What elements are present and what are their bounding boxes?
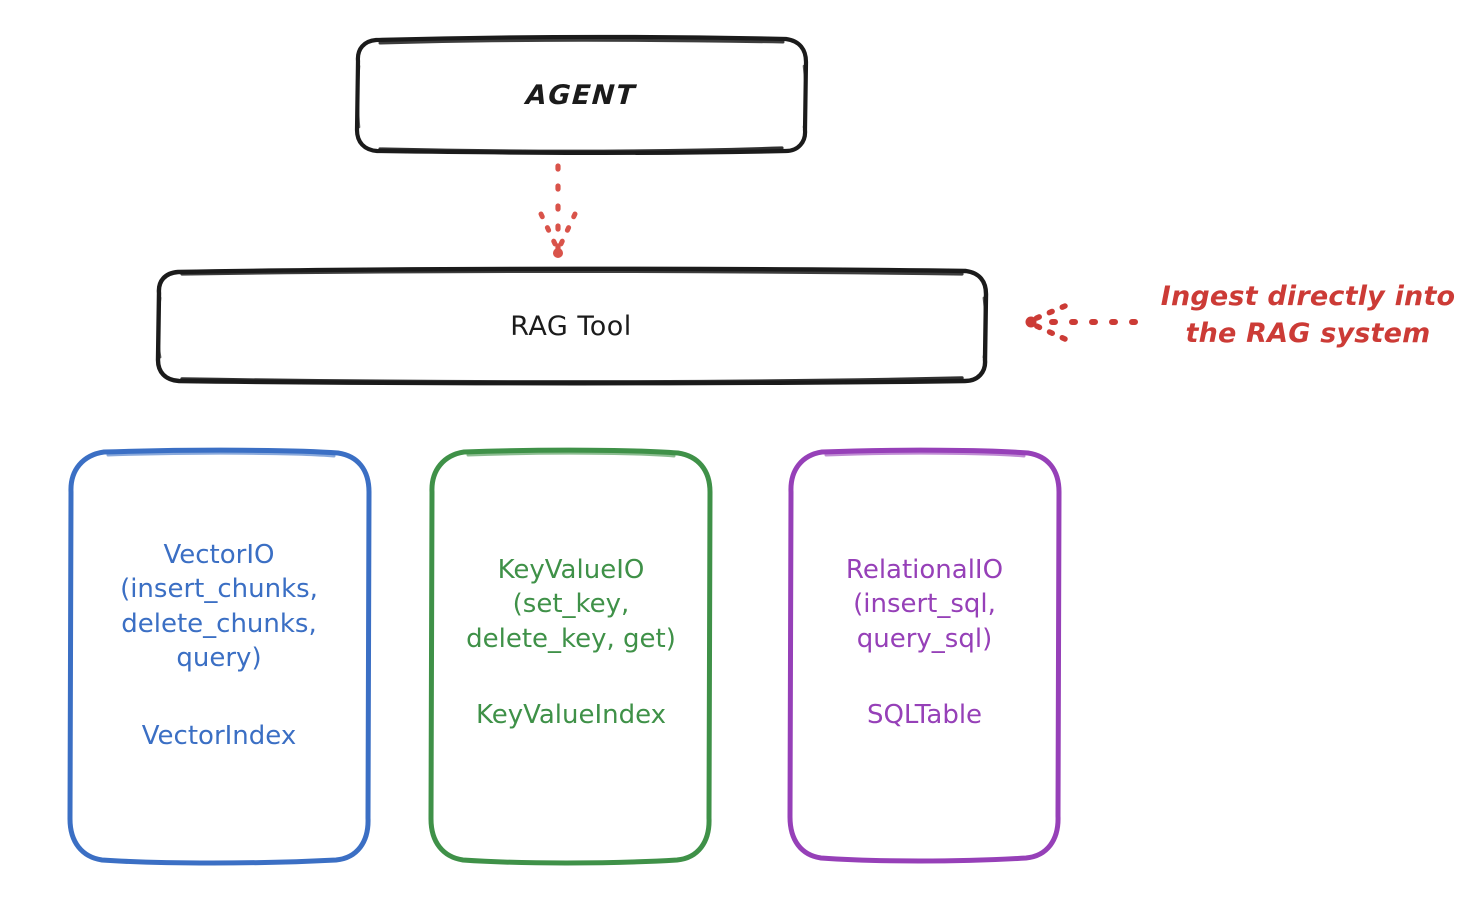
vector-index-label: VectorIndex [141,721,297,752]
ingest-annotation-line-1: Ingest directly into [1160,281,1456,312]
rag-tool-label: RAG Tool [510,310,632,342]
agent-to-rag-connector [538,163,578,258]
ingest-annotation: Ingest directly into the RAG system [1148,278,1468,353]
agent-node[interactable]: AGENT [356,38,806,152]
key-value-io-api-label: KeyValueIO (set_key, delete_key, get) [466,555,676,654]
vector-io-box-outline [67,447,372,866]
key-value-io-node[interactable]: KeyValueIO (set_key, delete_key, get) Ke… [430,450,712,862]
note-to-rag-connector [1025,303,1138,342]
relational-io-api-label: RelationalIO (insert_sql, query_sql) [845,555,1004,654]
key-value-index-label: KeyValueIndex [475,699,667,730]
agent-label: AGENT [524,79,638,111]
agent-box-outline [354,34,809,155]
ingest-annotation-line-2: the RAG system [1185,318,1431,350]
sql-table-label: SQLTable [866,699,983,730]
rag-tool-node[interactable]: RAG Tool [157,270,985,382]
relational-io-node[interactable]: RelationalIO (insert_sql, query_sql) SQL… [789,450,1060,862]
rag-tool-box-outline [155,266,989,386]
vector-io-api-label: VectorIO (insert_chunks, delete_chunks, … [120,540,318,673]
relational-io-box-outline [787,447,1062,864]
key-value-io-box-outline [428,447,713,866]
vector-io-node[interactable]: VectorIO (insert_chunks, delete_chunks, … [68,450,370,862]
